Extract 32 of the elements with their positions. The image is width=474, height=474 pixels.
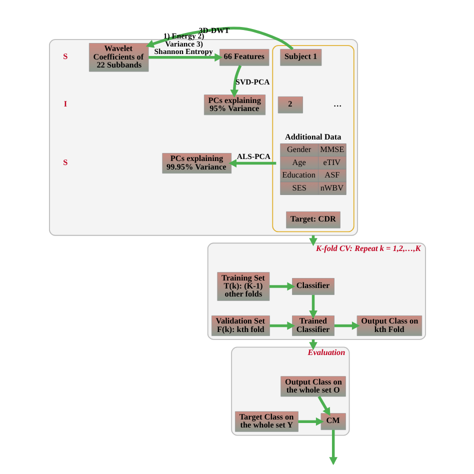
node-box: Training Set T(k): (K-1) other folds <box>216 272 270 301</box>
label: S <box>62 158 68 167</box>
arrow <box>334 322 360 330</box>
node-box: Validation Set F(k): kth fold <box>210 315 270 336</box>
node-box: CM <box>320 413 346 430</box>
node-box: PCs explaining 99.95% Variance <box>162 153 232 174</box>
node-box: 66 Features <box>218 48 269 66</box>
label: I <box>63 99 67 108</box>
arrow <box>145 26 294 50</box>
node-box: Target: CDR <box>286 211 340 228</box>
label: … <box>333 99 342 108</box>
edge-label: ALS-PCA <box>236 152 270 161</box>
node-box: 2 <box>277 96 302 114</box>
node-box: Trained Classifier <box>292 315 334 336</box>
node-box: PCs explaining 95% Variance <box>203 94 266 116</box>
node-box: Subject 1 <box>280 48 322 66</box>
arrow <box>148 53 222 62</box>
cluster <box>272 45 354 232</box>
edge-label: SVD-PCA <box>235 78 270 87</box>
node-box: Output Class on the whole set O <box>280 376 346 397</box>
arrow <box>269 322 295 330</box>
node-box: Classifier <box>292 278 334 295</box>
arrow <box>268 282 295 291</box>
arrow <box>298 417 324 426</box>
arrow <box>228 159 276 168</box>
label: S <box>62 52 68 61</box>
arrow <box>308 294 317 319</box>
node-box: Output Class on kth Fold <box>356 315 422 336</box>
node-box: Target Class on the whole set Y <box>234 411 298 432</box>
node-box: Wavelet Coefficients of 22 Subbands <box>88 43 148 72</box>
arrow <box>317 396 330 416</box>
node-label: Additional Data <box>284 132 341 142</box>
